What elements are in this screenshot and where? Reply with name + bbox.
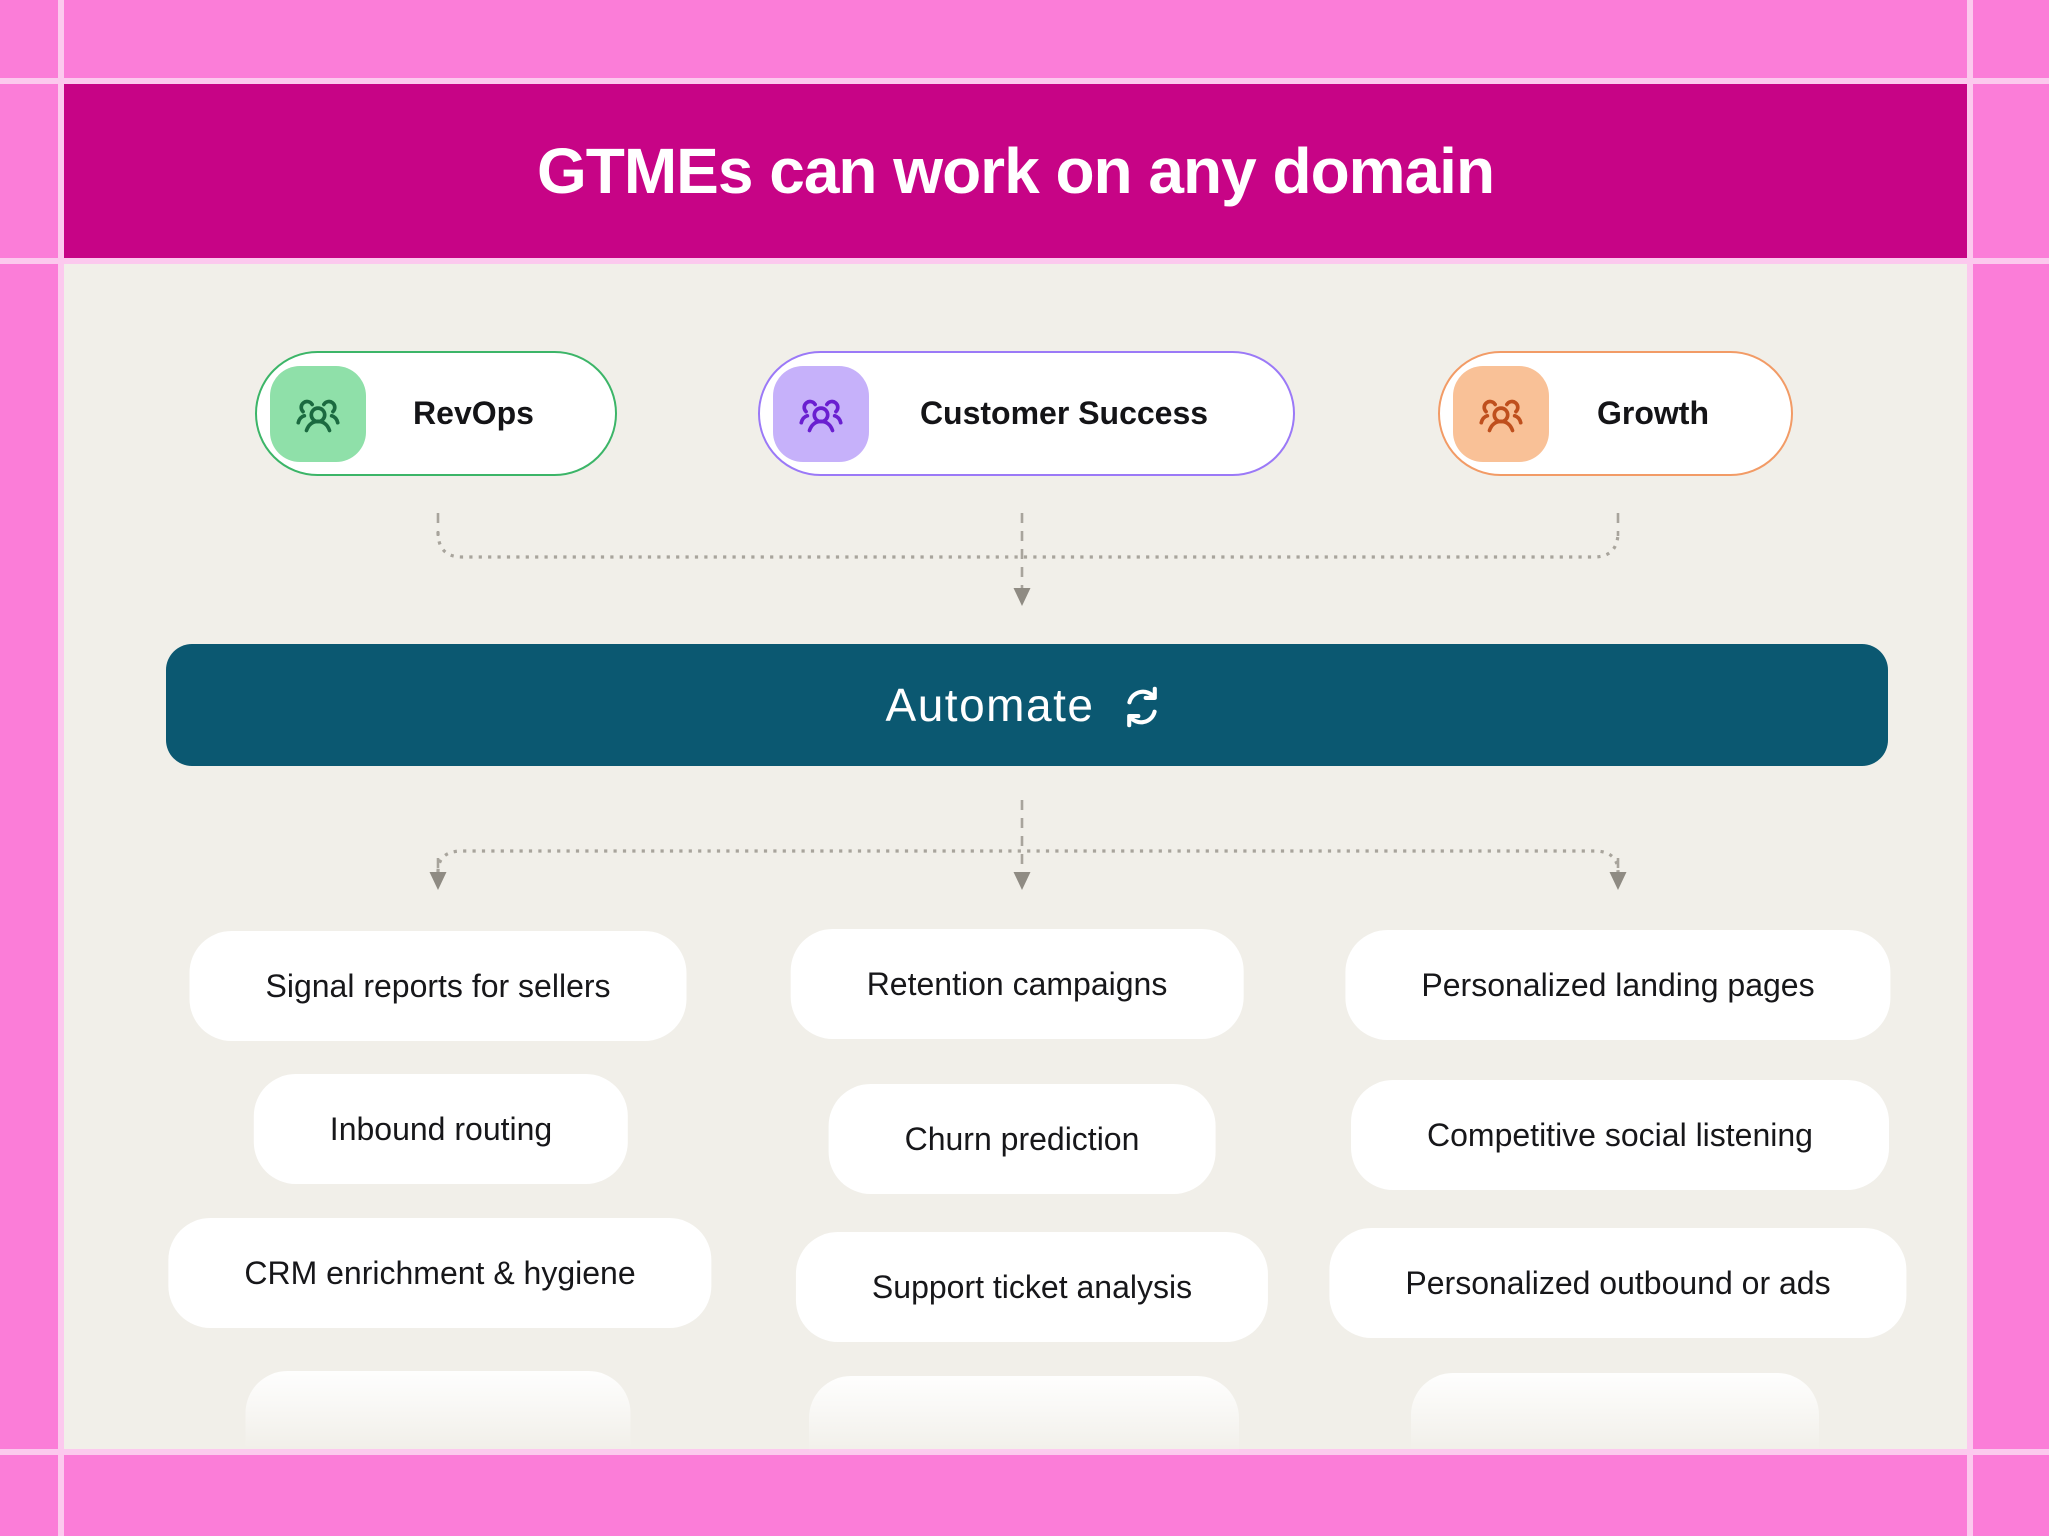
frame-grid-line-right (1967, 0, 1973, 1536)
task-card: Retention campaigns (790, 929, 1244, 1039)
task-card: Personalized outbound or ads (1329, 1228, 1907, 1338)
frame-grid-line-header-bottom (0, 258, 2049, 264)
domain-label: RevOps (413, 395, 534, 431)
task-card: Churn prediction (828, 1084, 1216, 1194)
domain-label: Customer Success (919, 395, 1209, 431)
task-card: Signal reports for sellers (189, 931, 687, 1041)
domain-badge-growth: Growth (1438, 351, 1793, 476)
team-icon (270, 365, 366, 462)
domain-label: Growth (1597, 395, 1709, 431)
task-card: Support ticket analysis (795, 1232, 1269, 1342)
refresh-icon (1127, 686, 1158, 728)
domain-badge-revops: RevOps (255, 351, 617, 476)
team-icon (1453, 365, 1549, 462)
automate-bar: Automate (166, 644, 1888, 766)
faded-task-card (245, 1371, 631, 1449)
task-card: Competitive social listening (1351, 1080, 1889, 1190)
faded-task-card (809, 1376, 1239, 1454)
team-icon (773, 365, 869, 462)
page-title: GTMEs can work on any domain (536, 135, 1495, 207)
domain-badge-customer-success: Customer Success (758, 351, 1295, 476)
frame-grid-line-top (0, 78, 2049, 84)
frame-grid-line-left (58, 0, 64, 1536)
task-card: Personalized landing pages (1345, 930, 1891, 1040)
task-card: CRM enrichment & hygiene (168, 1218, 712, 1328)
task-card: Inbound routing (253, 1074, 629, 1184)
faded-task-card (1411, 1373, 1819, 1451)
automate-label: Automate (885, 679, 1095, 731)
header-band: GTMEs can work on any domain (64, 84, 1967, 258)
